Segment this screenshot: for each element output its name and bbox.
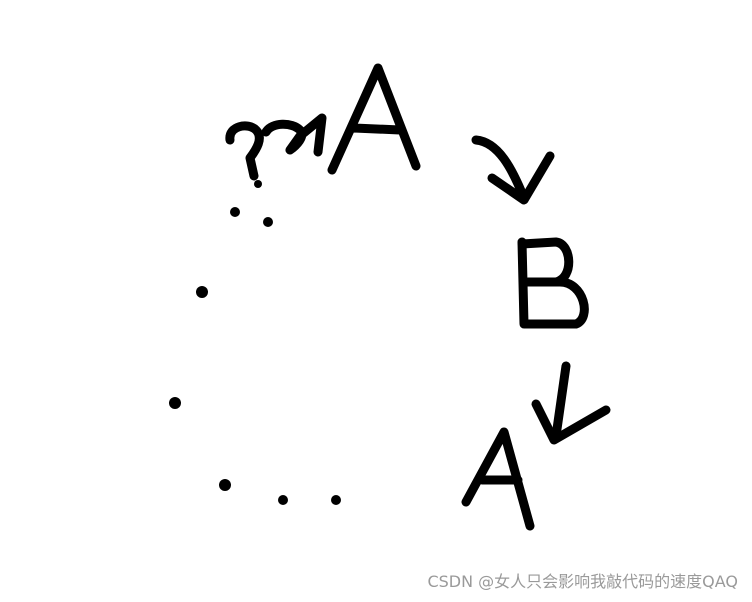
node-b-strokes [517,237,589,329]
watermark-text: CSDN @女人只会影响我敲代码的速度QAQ [427,572,738,591]
question-marks [225,113,327,188]
path-dot [331,495,341,505]
node-a-top-label: A [376,148,377,151]
arrow-b-to-a [531,361,611,445]
node-a-bottom: A [461,427,535,531]
path-dot [230,207,240,217]
path-dot [219,479,231,491]
path-dot [169,397,181,409]
question-dot-1 [254,180,262,188]
node-a-top: A [327,63,421,175]
node-a-top-strokes [327,63,421,175]
arrow-a-to-b-shaft [471,135,529,203]
node-a-bottom-label: A [500,488,501,491]
arrow-a-to-b [471,135,555,205]
node-b-label: B [550,289,551,291]
node-a-bottom-strokes [461,427,535,531]
path-dot [263,217,273,227]
question-mark-1 [225,121,264,181]
question-mark-2 [261,113,327,157]
arrow-a-to-b-head [487,151,555,205]
path-dot [196,286,208,298]
arrow-b-to-a-shaft [551,361,571,441]
node-b: B [517,237,589,329]
path-dot [278,495,288,505]
dotted-return-path [169,207,341,505]
arrow-b-to-a-head [531,399,611,445]
